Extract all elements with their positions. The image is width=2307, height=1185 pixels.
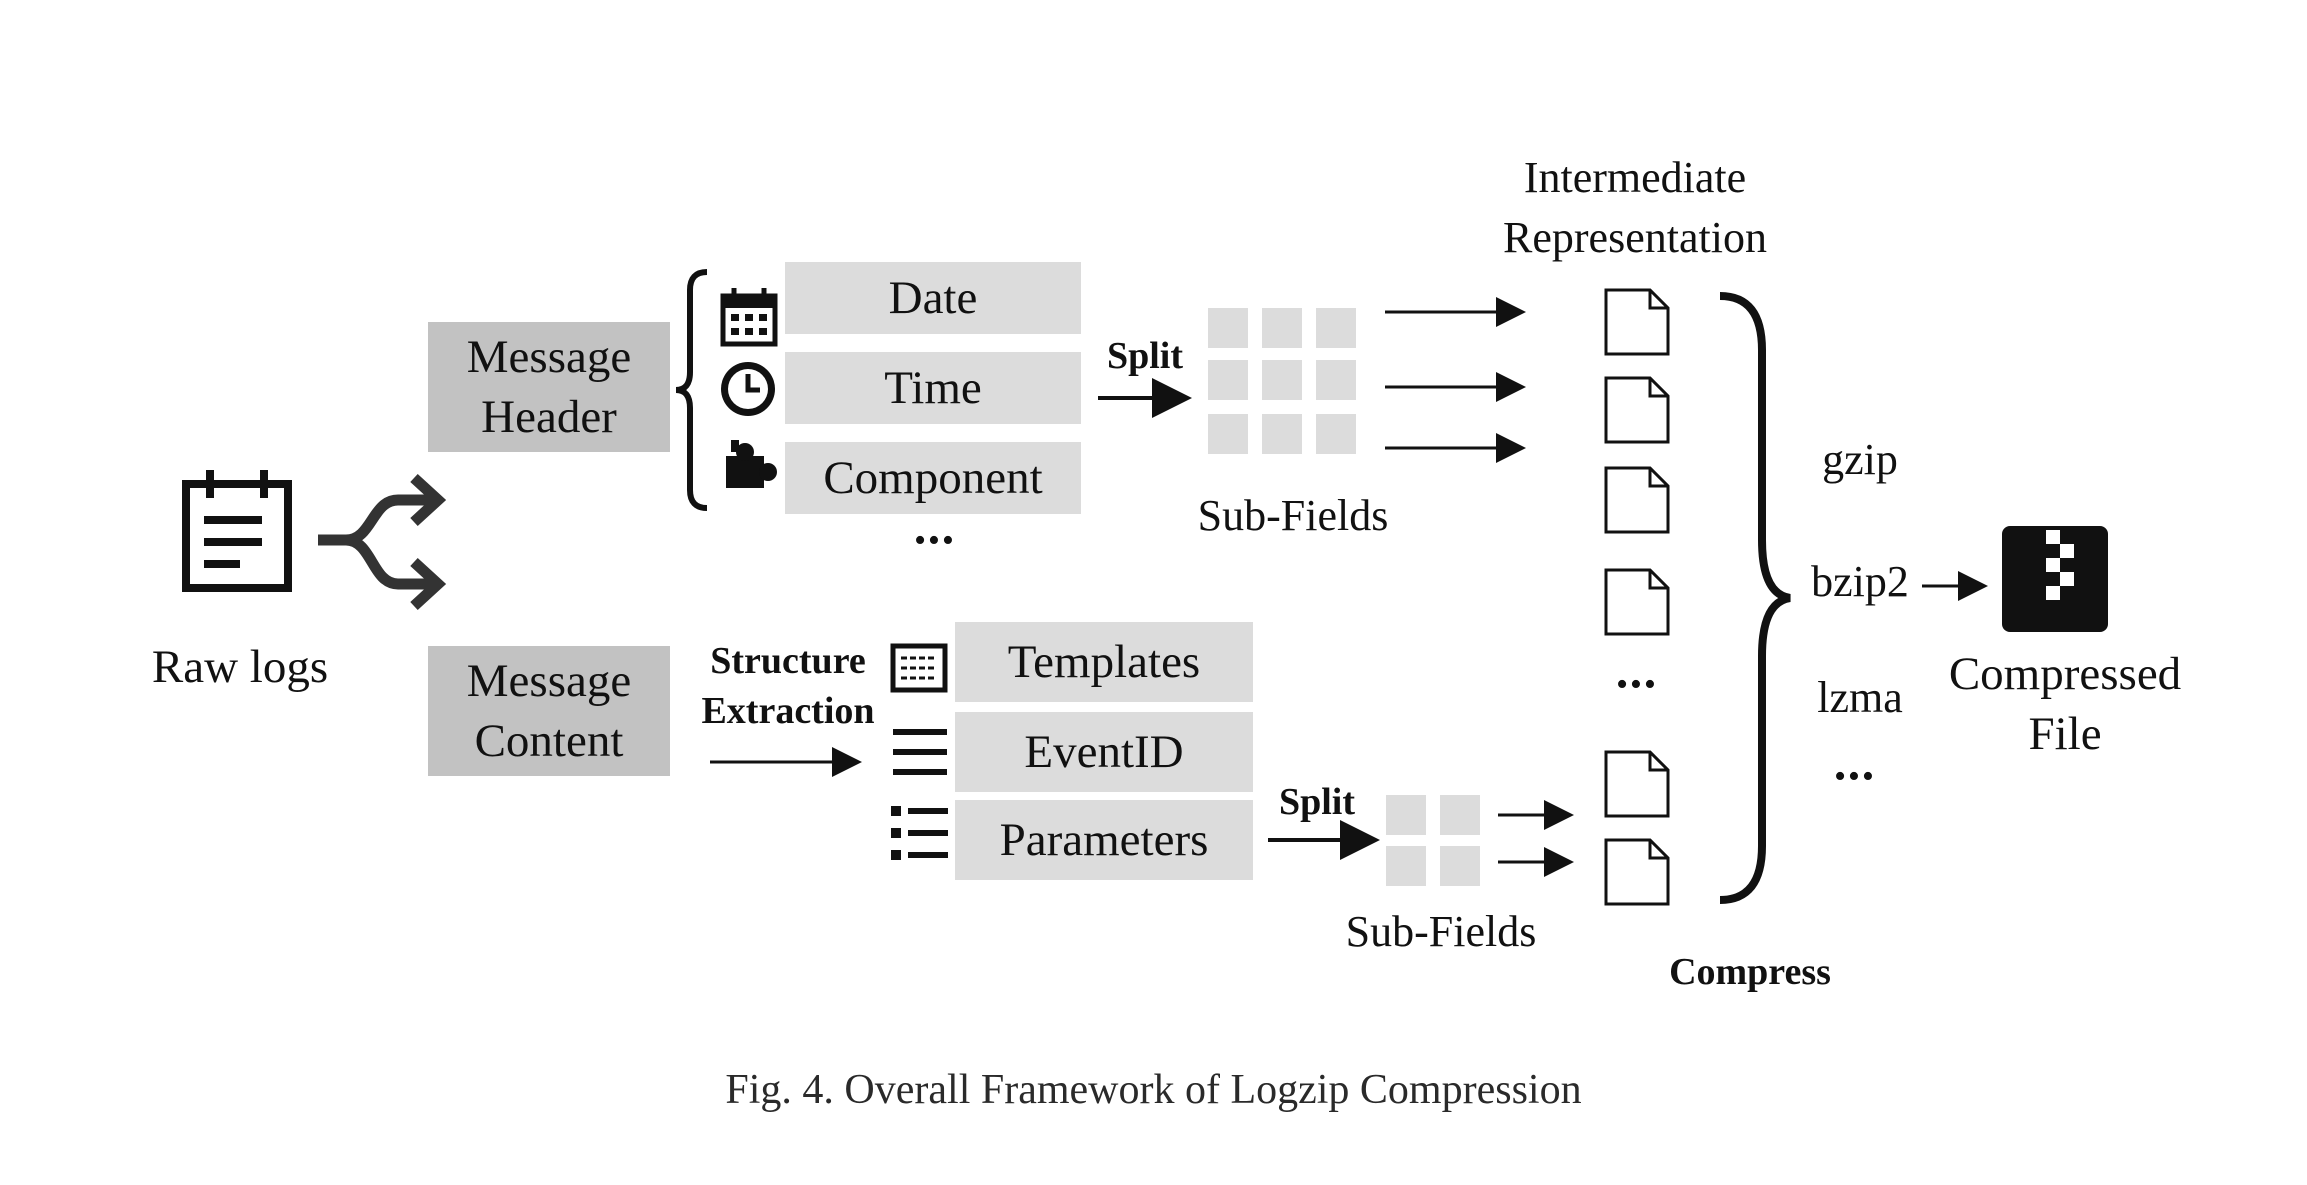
structure-extraction-line1: Structure [710, 640, 866, 682]
field-parameters: Parameters [955, 800, 1253, 880]
field-templates: Templates [955, 622, 1253, 702]
compressed-file-line1: Compressed [1948, 648, 2182, 700]
template-icon [890, 643, 948, 693]
message-header-line1: Message [466, 331, 632, 383]
intermediate-line1: Intermediate [1523, 153, 1747, 202]
branch-arrow-icon [318, 473, 447, 611]
field-component: Component [785, 442, 1081, 514]
clock-icon [721, 362, 775, 416]
message-content-line2: Content [474, 715, 624, 767]
header-brace [675, 269, 708, 511]
puzzle-icon [726, 440, 777, 488]
file-icon [1604, 838, 1670, 906]
list-icon [891, 806, 948, 860]
notepad-icon [182, 470, 292, 592]
file-icon [1604, 466, 1670, 534]
message-content-box: Message Content [428, 646, 670, 776]
compressed-file-line2: File [2028, 708, 2102, 760]
zip-file-icon [2002, 526, 2108, 632]
sub-fields-grid-header [1208, 308, 1356, 454]
file-icon [1604, 568, 1670, 636]
compressors-ellipsis: ••• [1834, 758, 1876, 795]
field-eventid: EventID [955, 712, 1253, 792]
file-icon [1604, 376, 1670, 444]
message-header-line2: Header [481, 391, 617, 443]
compress-label: Compress [1669, 951, 1831, 993]
intermediate-representation-label: Intermediate Representation [1470, 148, 1800, 268]
intermediate-line2: Representation [1503, 213, 1767, 262]
raw-logs-label: Raw logs [151, 641, 329, 693]
sub-fields-grid-content [1386, 795, 1480, 886]
file-icon [1604, 288, 1670, 356]
field-date: Date [785, 262, 1081, 334]
message-header-box: Message Header [428, 322, 670, 452]
compressor-bzip2: bzip2 [1811, 557, 1909, 606]
header-fields-ellipsis: ••• [914, 522, 956, 559]
sub-fields-label-content: Sub-Fields [1345, 907, 1537, 956]
split-label-content: Split [1278, 781, 1356, 823]
files-ellipsis: ••• [1616, 666, 1658, 703]
file-icon [1604, 750, 1670, 818]
structure-extraction-label: Structure Extraction [682, 636, 894, 736]
compressed-file-label: Compressed File [1930, 644, 2200, 764]
figure-caption: Fig. 4. Overall Framework of Logzip Comp… [725, 1067, 1582, 1113]
compress-brace [1719, 292, 1791, 904]
compressor-gzip: gzip [1822, 435, 1898, 484]
sub-fields-label-header: Sub-Fields [1197, 491, 1389, 540]
message-content-line1: Message [466, 655, 632, 707]
structure-extraction-line2: Extraction [701, 690, 875, 732]
field-time: Time [785, 352, 1081, 424]
compressor-lzma: lzma [1817, 673, 1903, 722]
split-label-header: Split [1106, 335, 1184, 377]
calendar-icon [720, 288, 778, 347]
lines-icon [893, 729, 947, 775]
